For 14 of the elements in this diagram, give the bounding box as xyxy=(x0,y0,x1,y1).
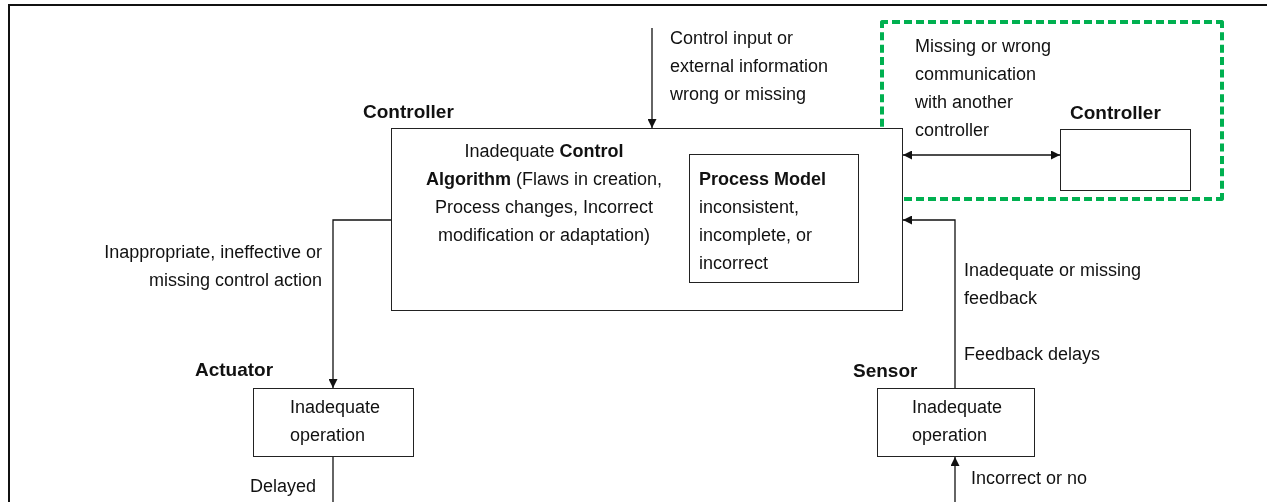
arrow xyxy=(902,150,1061,160)
block-text: Inadequate operation xyxy=(290,396,382,447)
arrow xyxy=(902,215,956,389)
block-text: Inadequate operation xyxy=(912,396,1004,447)
arrow xyxy=(647,27,657,129)
arrow xyxy=(950,456,960,502)
block-title: Controller xyxy=(1070,102,1161,124)
block-text: Inadequate Control Algorithm (Flaws in creation, Process changes, Incorrect modification or adaptation) xyxy=(424,140,664,247)
arrow xyxy=(328,219,392,389)
block-title: Actuator xyxy=(195,359,274,381)
block-title: Controller xyxy=(363,101,454,123)
box-text: inconsistent, incomplete, or incorrect xyxy=(699,196,814,275)
box-heading: Process Model xyxy=(699,168,828,191)
block-title: Sensor xyxy=(853,360,918,382)
